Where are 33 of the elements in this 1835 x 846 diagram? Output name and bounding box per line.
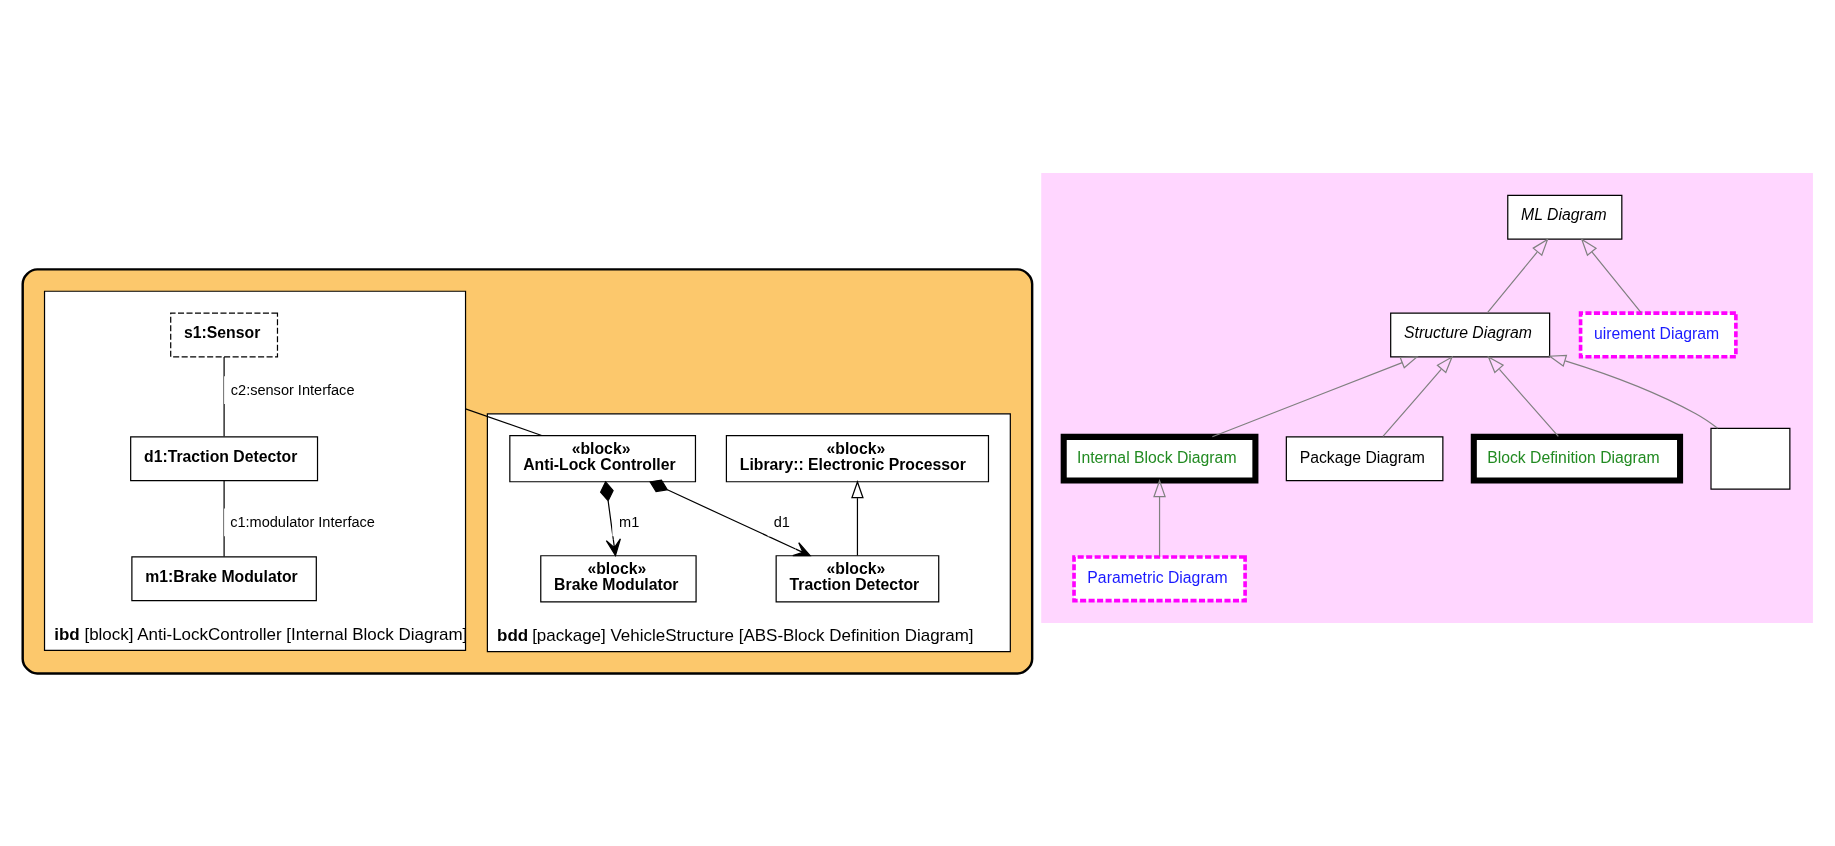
arrow [1487,355,1559,437]
node-box: Internal Block Diagram [1060,433,1259,484]
arrow [1211,355,1419,437]
arrow [1153,478,1166,557]
node-box: ML Diagram [1507,194,1623,240]
arrow [1547,354,1719,429]
node-box: s1:Sensor [170,312,279,357]
node-box: «block» Brake Modulator [540,554,697,602]
node-box: «block» Anti-Lock Controller [509,434,697,482]
node-box: m1:Brake Modulator [131,555,317,601]
node-box: Package Diagram [1285,435,1444,481]
edge-label: c2:sensor Interface [230,381,355,397]
cluster [21,267,1034,675]
node-box: «block» Traction Detector [775,554,940,602]
node-box: Block Definition Diagram [1470,433,1684,484]
connector [223,479,225,557]
arrow [1382,355,1454,437]
node-box: «block» Library:: Electronic Processor [725,434,990,482]
edge-label: d1 [773,513,790,530]
node-box: Structure Diagram [1390,312,1551,357]
arrow [599,480,621,556]
node-box: Parametric Diagram [1072,554,1247,602]
edge-label: c1:modulator Interface [230,513,375,530]
arrow [1580,237,1642,313]
edge-label: m1 [619,513,640,530]
node-box: d1:Traction Detector [130,435,319,481]
node-box: uirement Diagram [1578,310,1738,359]
cluster [1041,172,1813,623]
arrow [1486,237,1549,313]
arrow [649,478,811,556]
arrow [851,479,864,556]
node-box [1710,427,1791,490]
connector [223,355,225,437]
